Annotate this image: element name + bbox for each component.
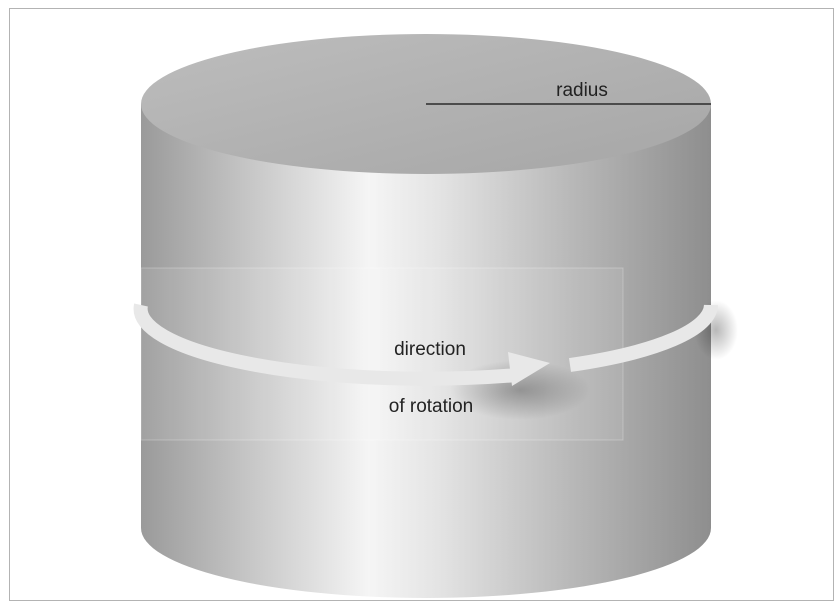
cylinder-side (141, 104, 711, 598)
direction-label: direction (394, 339, 466, 360)
rotation-band (133, 303, 518, 386)
rotation-band-right (569, 304, 718, 372)
rotation-arrowhead (508, 352, 550, 386)
radius-label: radius (556, 80, 608, 101)
rotation-label: of rotation (389, 396, 474, 417)
